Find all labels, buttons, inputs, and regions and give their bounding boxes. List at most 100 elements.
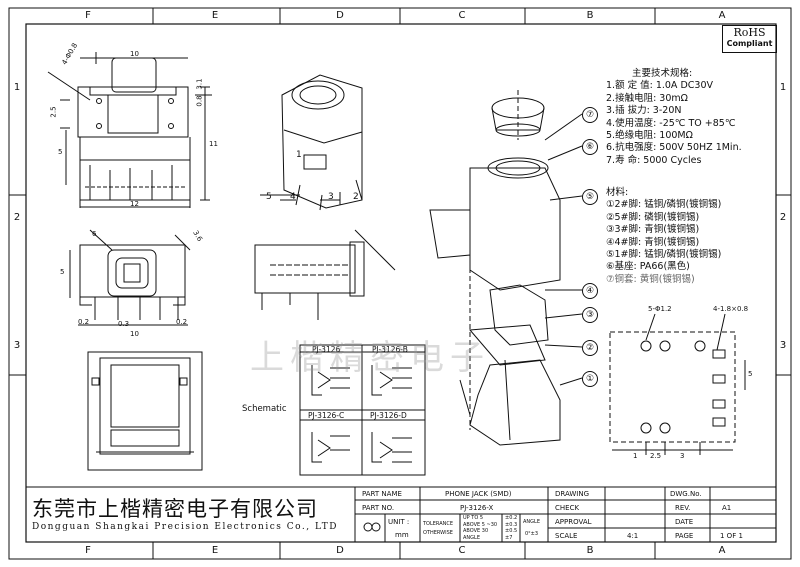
schematic-label: Schematic xyxy=(242,404,287,414)
pin-label-4: 4 xyxy=(290,192,296,202)
tb-scale-label: SCALE xyxy=(555,532,578,540)
tb-scale: 4:1 xyxy=(627,532,639,540)
tb-dwg-label: DWG.No. xyxy=(670,490,702,498)
tb-part-name-label: PART NAME xyxy=(362,490,402,498)
dim-mid-02a: 0.2 xyxy=(78,318,90,326)
dim-pcb-5: 5 xyxy=(748,370,753,378)
material-item: ⑤1#脚: 锰铜/磷铜(镀铜锡) xyxy=(606,249,722,261)
spec-item: 7.寿 命: 5000 Cycles xyxy=(606,154,702,166)
exploded-view xyxy=(429,90,583,446)
schematic-cell-b: PJ-3126-B xyxy=(372,345,408,354)
company-name-en: Dongguan Shangkai Precision Electronics … xyxy=(32,522,338,532)
zone-top-c: C xyxy=(458,10,466,21)
tb-part-no: PJ-3126-X xyxy=(460,504,494,512)
rohs-stamp: RoHS Compliant xyxy=(722,25,777,53)
dim-right-08: 0.8 xyxy=(195,95,204,107)
zone-bottom-e: E xyxy=(211,545,219,556)
spec-item: 3.插 拔力: 3-20N xyxy=(606,105,682,117)
tb-page-label: PAGE xyxy=(675,532,694,540)
pcb-layout xyxy=(609,313,746,455)
tb-tol-vals: ±0.2±0.3±0.5±7 xyxy=(505,515,517,541)
tb-tol-val: ±7 xyxy=(505,534,513,541)
tb-check-label: CHECK xyxy=(555,504,580,512)
dim-left-25: 2.5 xyxy=(49,106,58,118)
dim-bottom-12: 12 xyxy=(130,200,139,208)
pin-label-1: 1 xyxy=(296,150,302,160)
dim-top-width: 10 xyxy=(130,50,139,58)
dim-mid-02b: 0.2 xyxy=(176,318,188,326)
schematic-grid xyxy=(299,344,426,476)
zone-top-a: A xyxy=(718,10,726,21)
zone-left-2: 2 xyxy=(13,212,21,223)
callout-6: ⑥ xyxy=(582,139,598,155)
callout-1: ① xyxy=(582,371,598,387)
zone-bottom-b: B xyxy=(586,545,594,556)
pin-label-5: 5 xyxy=(266,192,272,202)
material-list: 材料: ①2#脚: 锰铜/磷铜(镀铜锡) ②5#脚: 磷铜(镀铜锡) ③3#脚:… xyxy=(606,187,721,286)
material-item: ④4#脚: 青铜(镀铜锡) xyxy=(606,236,700,248)
zone-left-1: 1 xyxy=(13,82,21,93)
dim-mid-03: 0.3 xyxy=(118,320,130,328)
side-view xyxy=(254,229,396,320)
dim-left-5: 5 xyxy=(58,148,63,156)
company-name-cn: 东莞市上楷精密电子有限公司 xyxy=(32,497,318,521)
tb-approval-label: APPROVAL xyxy=(555,518,592,526)
tb-tol-val: ±0.2 xyxy=(505,515,518,521)
zone-bottom-c: C xyxy=(458,545,466,556)
zone-bottom-a: A xyxy=(718,545,726,556)
tb-tol-row: UP TO 5 xyxy=(463,515,484,521)
inner-frame xyxy=(25,23,777,543)
dim-pcb-3: 3 xyxy=(680,452,685,460)
material-item: ①2#脚: 锰铜/磷铜(镀铜锡) xyxy=(606,199,722,211)
schematic-cell-a: PJ-3126 xyxy=(312,345,341,354)
iso-view xyxy=(260,74,363,211)
dim-pcb-25: 2.5 xyxy=(650,452,662,460)
zone-top-d: D xyxy=(336,10,344,21)
tb-otherwise-label: OTHERWISE xyxy=(423,530,453,536)
spec-list: 主要技术规格: 1.额 定 值: 1.0A DC30V 2.接触电阻: 30mΩ… xyxy=(606,68,742,167)
dim-pcb-holes2: 4-1.8×0.8 xyxy=(713,305,749,313)
zone-right-2: 2 xyxy=(779,212,787,223)
callout-2: ② xyxy=(582,340,598,356)
zone-top-b: B xyxy=(586,10,594,21)
dim-mid-10: 10 xyxy=(130,330,139,338)
tb-tol-val: ±0.5 xyxy=(505,528,518,534)
tb-drawing-label: DRAWING xyxy=(555,490,590,498)
tb-part-name: PHONE JACK (SMD) xyxy=(445,490,512,498)
tb-unit: mm xyxy=(395,531,409,539)
material-item: ②5#脚: 磷铜(镀铜锡) xyxy=(606,211,700,223)
zone-right-1: 1 xyxy=(779,82,787,93)
zone-right-3: 3 xyxy=(779,340,787,351)
callout-5: ⑤ xyxy=(582,189,598,205)
zone-top-f: F xyxy=(85,10,91,21)
tb-rev-label: REV. xyxy=(675,504,691,512)
spec-item: 4.使用温度: -25℃ TO +85℃ xyxy=(606,117,736,129)
tb-page: 1 OF 1 xyxy=(720,532,743,540)
tb-rev: A1 xyxy=(722,504,732,512)
top-view xyxy=(47,52,212,208)
rohs-line1: RoHS xyxy=(733,26,766,39)
zone-top-e: E xyxy=(211,10,219,21)
spec-item: 1.额 定 值: 1.0A DC30V xyxy=(606,80,713,92)
material-item: ⑦铜套: 黄铜(镀铜锡) xyxy=(606,273,695,285)
spec-item: 2.接触电阻: 30mΩ xyxy=(606,92,688,104)
front-view xyxy=(69,229,191,326)
tb-tol-val: ±0.3 xyxy=(505,521,518,528)
tb-part-no-label: PART NO. xyxy=(362,504,395,512)
material-item: ⑥基座: PA66(黑色) xyxy=(606,261,690,273)
bottom-view xyxy=(87,351,203,471)
dim-pcb-holes1: 5-Φ1.2 xyxy=(648,305,672,313)
tb-tol-row: ABOVE 5 ~30 xyxy=(463,521,498,528)
material-title: 材料: xyxy=(606,187,629,198)
pin-label-3: 3 xyxy=(328,192,334,202)
watermark: 上楷精密电子 xyxy=(250,338,490,378)
tb-angle-label: ANGLE xyxy=(523,519,540,525)
spec-item: 5.绝缘电阻: 100MΩ xyxy=(606,130,693,142)
tb-unit-label: UNIT : xyxy=(388,518,410,526)
zone-bottom-f: F xyxy=(85,545,91,556)
dim-right-11: 11 xyxy=(209,140,218,148)
callout-7: ⑦ xyxy=(582,107,598,123)
